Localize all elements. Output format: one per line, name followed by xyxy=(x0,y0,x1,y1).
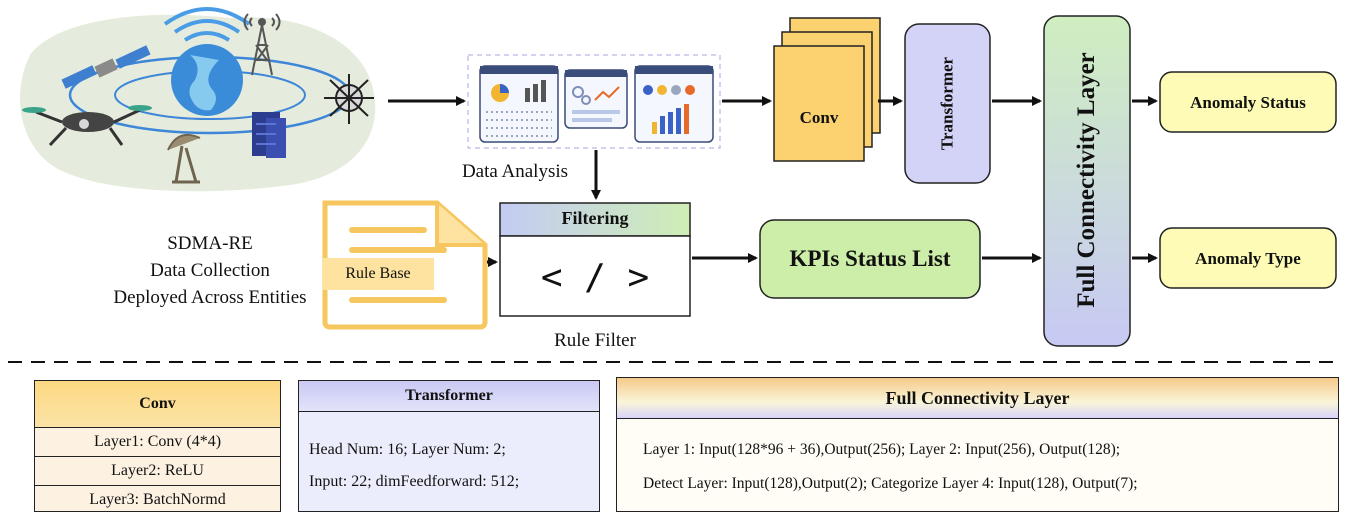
data-analysis-frame xyxy=(467,54,721,149)
conv-detail-row: Layer2: ReLU xyxy=(35,457,280,486)
radio-tower-icon xyxy=(243,13,281,76)
conv-detail-row: Layer3: BatchNormd xyxy=(89,491,226,508)
network-illustration xyxy=(20,7,376,192)
transformer-label: Transformer xyxy=(937,56,957,151)
anomaly-type-box xyxy=(1159,227,1337,289)
conv-detail-panel: Conv Layer1: Conv (4*4) Layer2: ReLU Lay… xyxy=(34,380,281,512)
transformer-detail-title: Transformer xyxy=(299,381,599,412)
rule-base-document xyxy=(322,200,488,330)
full-connectivity-detail-line: Detect Layer: Input(128),Output(2); Cate… xyxy=(643,475,1138,492)
dish-antenna-icon xyxy=(167,134,201,184)
rule-filter-label: Rule Filter xyxy=(554,330,636,351)
data-analysis-label: Data Analysis xyxy=(461,161,569,182)
transformer-detail-line: Input: 22; dimFeedforward: 512; xyxy=(309,473,520,490)
dashboard-icons xyxy=(479,65,714,143)
full-connectivity-detail-panel: Full Connectivity Layer Layer 1: Input(1… xyxy=(616,377,1339,512)
flow-arrows xyxy=(388,96,1158,267)
conv-detail-row: Layer1: Conv (4*4) xyxy=(35,428,280,457)
collection-label: SDMA-RE Data Collection Deployed Across … xyxy=(113,233,307,308)
conv-stack xyxy=(773,17,881,162)
anomaly-status-box xyxy=(1159,71,1337,133)
drone-icon xyxy=(22,105,152,147)
kpis-box xyxy=(759,219,981,299)
full-connectivity-label: Full Connectivity Layer xyxy=(1073,52,1100,308)
anomaly-status-label: Anomaly Status xyxy=(1190,93,1306,112)
filtering-body xyxy=(499,235,691,317)
conv-detail-title: Conv xyxy=(35,381,280,428)
kpis-label: KPIs Status List xyxy=(789,246,951,271)
filtering-label: Filtering xyxy=(561,208,629,228)
transformer-detail-panel: Transformer Head Num: 16; Layer Num: 2; … xyxy=(298,380,600,512)
transformer-box xyxy=(904,23,991,184)
conv-label: Conv xyxy=(799,108,839,127)
satellite-icon xyxy=(61,45,151,89)
space-probe-icon xyxy=(324,74,374,124)
transformer-detail-line: Head Num: 16; Layer Num: 2; xyxy=(309,441,506,458)
server-icon xyxy=(252,112,286,158)
code-icon: < / > xyxy=(540,257,650,298)
anomaly-type-label: Anomaly Type xyxy=(1195,249,1301,268)
full-connectivity-detail-line: Layer 1: Input(128*96 + 36),Output(256);… xyxy=(643,441,1121,458)
wifi-icon xyxy=(183,31,231,42)
rule-base-label: Rule Base xyxy=(345,265,411,282)
full-connectivity-detail-title: Full Connectivity Layer xyxy=(617,378,1338,419)
full-connectivity-box xyxy=(1043,15,1131,347)
filtering-header xyxy=(499,202,691,237)
